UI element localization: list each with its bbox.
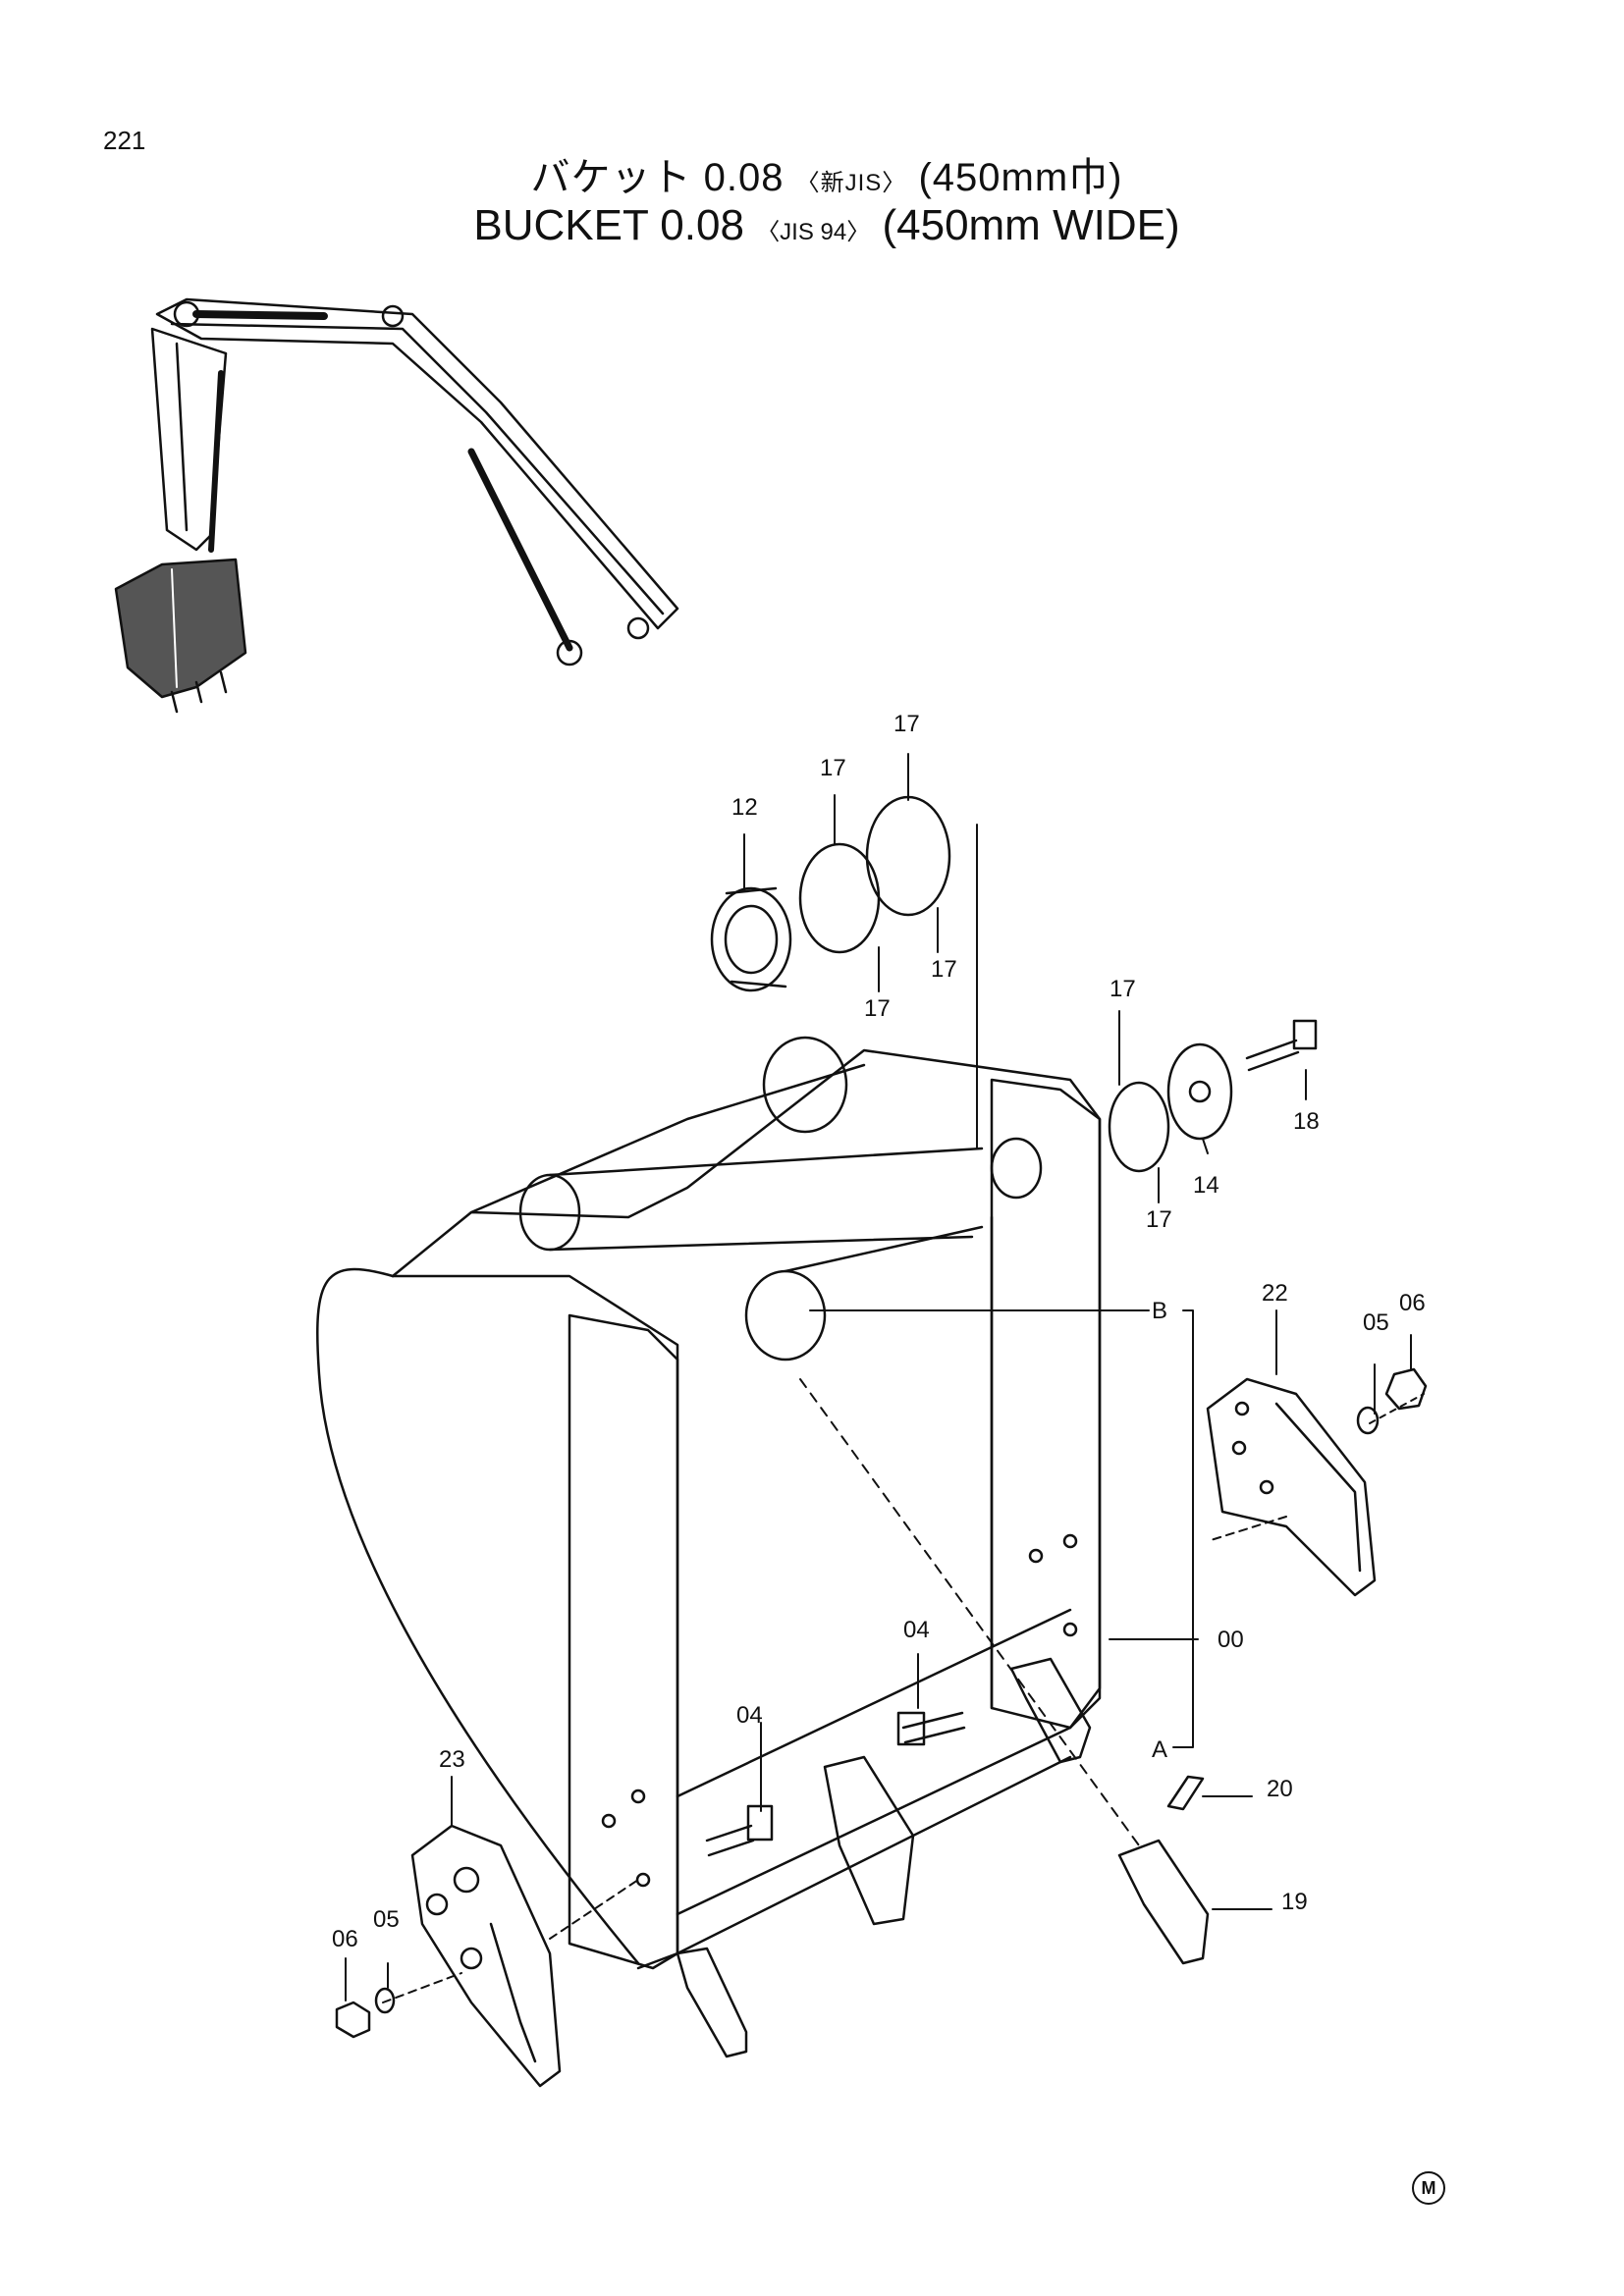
part-23-side-cutter (410, 1824, 562, 2088)
callout-05: 05 (373, 1906, 400, 1933)
callout-b: B (1152, 1298, 1167, 1324)
callout-23: 23 (439, 1746, 465, 1773)
bucket-teeth (676, 1657, 1092, 2058)
title-en-main: BUCKET 0.08 (473, 201, 744, 249)
part-05-06-right (1356, 1367, 1428, 1435)
callout-05: 05 (1363, 1309, 1389, 1336)
part-19-tooth (1117, 1839, 1210, 1965)
callout-a: A (1152, 1736, 1167, 1763)
callout-00: 00 (1218, 1627, 1244, 1653)
callout-04: 04 (736, 1702, 763, 1729)
callout-20: 20 (1267, 1776, 1293, 1802)
part-05-06-left (335, 1987, 396, 2039)
callout-06: 06 (1399, 1290, 1426, 1316)
part-18-bolt (1245, 1019, 1318, 1072)
title-jp-width: (450mm巾) (918, 156, 1123, 199)
excavator-arm-overview (114, 297, 679, 714)
part-14-plate (1166, 1042, 1233, 1141)
callout-17: 17 (931, 956, 957, 983)
bucket-body (316, 1036, 1102, 1970)
leader-lines (345, 753, 1425, 2003)
callout-22: 22 (1262, 1280, 1288, 1307)
callout-17: 17 (893, 711, 920, 737)
part-20-pin (1166, 1775, 1205, 1811)
callout-18: 18 (1293, 1108, 1320, 1135)
title-english: BUCKET 0.08 〈JIS 94〉 (450mm WIDE) (0, 201, 1624, 250)
callout-17: 17 (1146, 1206, 1172, 1233)
callout-06: 06 (332, 1926, 358, 1952)
title-en-spec: 〈JIS 94〉 (756, 219, 871, 245)
callout-17: 17 (820, 755, 846, 781)
callout-19: 19 (1281, 1889, 1308, 1915)
callout-14: 14 (1193, 1172, 1219, 1199)
manufacturer-mark: M (1412, 2171, 1445, 2205)
title-jp-spec: 〈新JIS〉 (795, 170, 907, 196)
title-en-width: (450mm WIDE) (882, 201, 1180, 249)
callout-17: 17 (864, 995, 891, 1022)
title-japanese: バケット 0.08 〈新JIS〉 (450mm巾) (0, 145, 1624, 202)
callout-17: 17 (1110, 976, 1136, 1002)
part-04-bolts (705, 1711, 966, 1857)
part-22-side-cutter (1206, 1377, 1377, 1597)
part-12-bushing (710, 886, 792, 992)
callout-labels: 12 17 17 17 17 17 17 18 14 22 05 06 B 00… (332, 711, 1426, 1952)
title-jp-main: バケット 0.08 (530, 156, 785, 199)
callout-04: 04 (903, 1617, 930, 1643)
callout-12: 12 (731, 794, 758, 821)
page-number: 221 (103, 126, 146, 155)
